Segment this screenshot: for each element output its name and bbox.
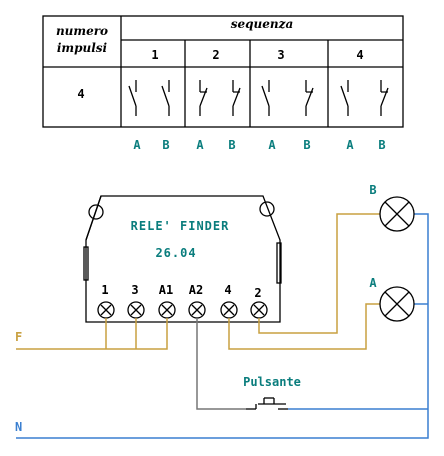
phase-wires (16, 213, 380, 350)
relay-name: RELE' FINDER (131, 219, 230, 233)
contact-label: B (378, 138, 385, 152)
terminal-label-4: 4 (224, 283, 231, 297)
contact-labels: A B A B A B A B (133, 138, 385, 152)
mounting-hole-icon (259, 201, 275, 217)
contact-symbol-col1 (128, 80, 170, 116)
lamp-b-label: B (369, 183, 376, 197)
contact-label: B (162, 138, 169, 152)
terminal-label-a2: A2 (189, 283, 203, 297)
phase-label: F (15, 330, 22, 344)
impulses-value: 4 (77, 87, 84, 101)
column-3: 3 (277, 48, 284, 62)
terminal-label-3: 3 (131, 283, 138, 297)
coil-wire (196, 318, 246, 410)
contact-label: A (196, 138, 204, 152)
terminal-label-2: 2 (254, 286, 261, 300)
mounting-hole-icon (88, 204, 104, 220)
terminal-label-a1: A1 (159, 283, 173, 297)
button-label: Pulsante (243, 375, 301, 389)
header-impulsi: impulsi (57, 41, 108, 55)
push-button-icon (246, 397, 288, 410)
contact-label: A (133, 138, 141, 152)
lamp-a-label: A (369, 276, 377, 290)
sequence-table: numero impulsi sequenza 1 2 3 4 4 (42, 15, 404, 128)
neutral-label: N (15, 420, 22, 434)
terminal-label-1: 1 (101, 283, 108, 297)
contact-label: A (346, 138, 354, 152)
contact-label: B (228, 138, 235, 152)
header-numero: numero (56, 24, 108, 38)
terminal-screw-icons (97, 301, 268, 319)
relay-body: RELE' FINDER 26.04 1 3 A1 A2 4 2 (83, 195, 282, 323)
lamp-b-icon (379, 196, 415, 232)
header-sequenza: sequenza (231, 17, 293, 31)
contact-label: A (268, 138, 276, 152)
relay-model: 26.04 (155, 246, 196, 260)
contact-symbol-col3 (261, 80, 314, 116)
contact-symbol-col2 (199, 80, 241, 116)
contact-symbol-col4 (340, 80, 389, 116)
column-2: 2 (212, 48, 219, 62)
column-4: 4 (356, 48, 363, 62)
lamp-a-icon (379, 286, 415, 322)
contact-label: B (303, 138, 310, 152)
column-1: 1 (151, 48, 158, 62)
neutral-wires (16, 213, 429, 439)
